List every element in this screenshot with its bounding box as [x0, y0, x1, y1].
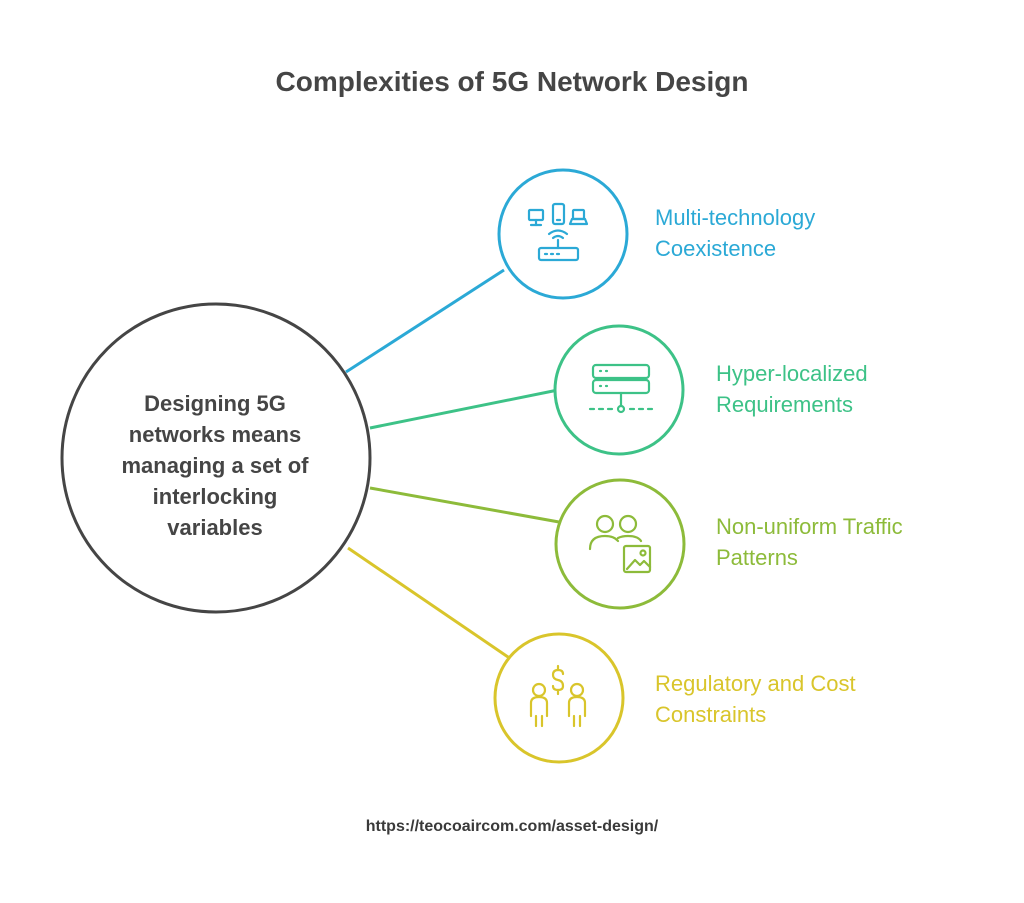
label-line: Non-uniform Traffic	[716, 514, 903, 539]
central-statement-line: Designing 5G	[144, 391, 286, 416]
label-line: Patterns	[716, 545, 798, 570]
central-statement-line: networks means	[128, 422, 302, 447]
branch-circle-non-uniform-traffic	[554, 478, 686, 610]
label-line: Constraints	[655, 702, 767, 727]
source-url: https://teocoaircom.com/asset-design/	[365, 818, 659, 835]
central-statement: Designing 5G networks means managing a s…	[90, 388, 340, 543]
server-rack-icon	[588, 363, 654, 414]
central-statement-line: variables	[167, 515, 263, 540]
label-line: Regulatory and Cost	[655, 671, 856, 696]
branch-circle-regulatory-cost	[493, 632, 625, 764]
label-hyper-localized-requirements: Hyper-localized Requirements	[716, 358, 868, 420]
label-line: Requirements	[716, 392, 853, 417]
connector-hyper-localized	[369, 388, 559, 430]
central-statement-line: interlocking	[152, 484, 278, 509]
people-dollar-icon	[529, 664, 587, 728]
branch-circle-hyper-localized	[553, 324, 685, 456]
label-multi-technology-coexistence: Multi-technology Coexistence	[655, 202, 815, 264]
connector-regulatory-cost	[347, 546, 512, 661]
label-line: Multi-technology	[655, 205, 816, 230]
label-line: Coexistence	[655, 236, 777, 261]
label-line: Hyper-localized	[716, 361, 868, 386]
devices-router-icon	[527, 202, 589, 262]
label-regulatory-cost-constraints: Regulatory and Cost Constraints	[655, 668, 856, 730]
connector-multi-technology	[345, 268, 505, 374]
connector-non-uniform-traffic	[369, 486, 560, 524]
central-circle	[60, 302, 372, 614]
page-title: Complexities of 5G Network Design	[275, 66, 749, 97]
users-image-icon	[588, 514, 652, 574]
label-non-uniform-traffic-patterns: Non-uniform Traffic Patterns	[716, 511, 903, 573]
central-statement-line: managing a set of	[121, 453, 309, 478]
branch-circle-multi-technology	[497, 168, 629, 300]
